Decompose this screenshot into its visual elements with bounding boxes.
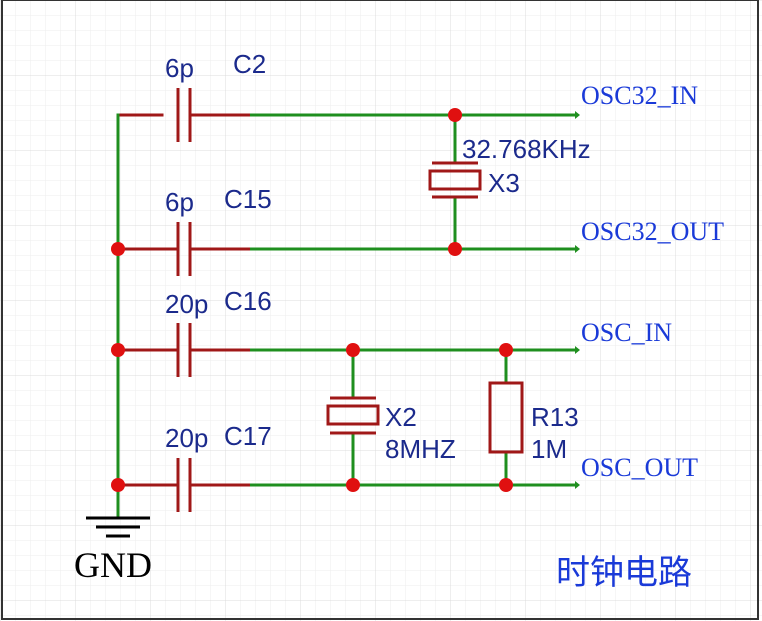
c15-value: 6p [165,187,194,217]
x3-ref: X3 [488,168,520,198]
r13-value: 1M [531,434,567,464]
junction-dot [346,478,360,492]
net-label-osc32-in: OSC32_IN [581,81,698,110]
c15-ref: C15 [224,184,272,214]
net-label-osc32-out: OSC32_OUT [581,217,724,246]
crystal-x2 [326,350,380,485]
port-tip [575,245,580,253]
x3-value: 32.768KHz [462,134,591,164]
c2-value: 6p [165,53,194,83]
cap-row-c17 [118,458,575,512]
port-tip [575,346,580,354]
net-label-osc-out: OSC_OUT [581,453,698,482]
c17-value: 20p [165,423,208,453]
junction-dot [111,343,125,357]
c16-value: 20p [165,289,208,319]
port-tip [575,111,580,119]
c16-ref: C16 [224,286,272,316]
c2-ref: C2 [233,49,266,79]
x2-value: 8MHZ [385,434,456,464]
cap-row-c16 [118,323,575,377]
junction-dot [448,108,462,122]
port-tip [575,481,580,489]
junction-dot [499,478,513,492]
junction-dot [346,343,360,357]
junctions [111,108,513,492]
x2-ref: X2 [385,402,417,432]
cap-row-c15 [118,222,575,276]
cap-row-c2 [176,88,575,142]
net-label-osc-in: OSC_IN [581,318,672,347]
crystal-x3 [428,115,482,249]
ground-symbol [86,516,150,538]
junction-dot [448,242,462,256]
r13-ref: R13 [531,402,579,432]
net-port-tips [575,111,580,489]
ground-label: GND [74,545,152,585]
resistor-body [488,381,524,454]
c17-ref: C17 [224,421,272,451]
junction-dot [111,478,125,492]
junction-dot [111,242,125,256]
schematic-title: 时钟电路 [556,553,692,593]
crystal-body [326,404,380,426]
crystal-body [428,169,482,191]
junction-dot [499,343,513,357]
